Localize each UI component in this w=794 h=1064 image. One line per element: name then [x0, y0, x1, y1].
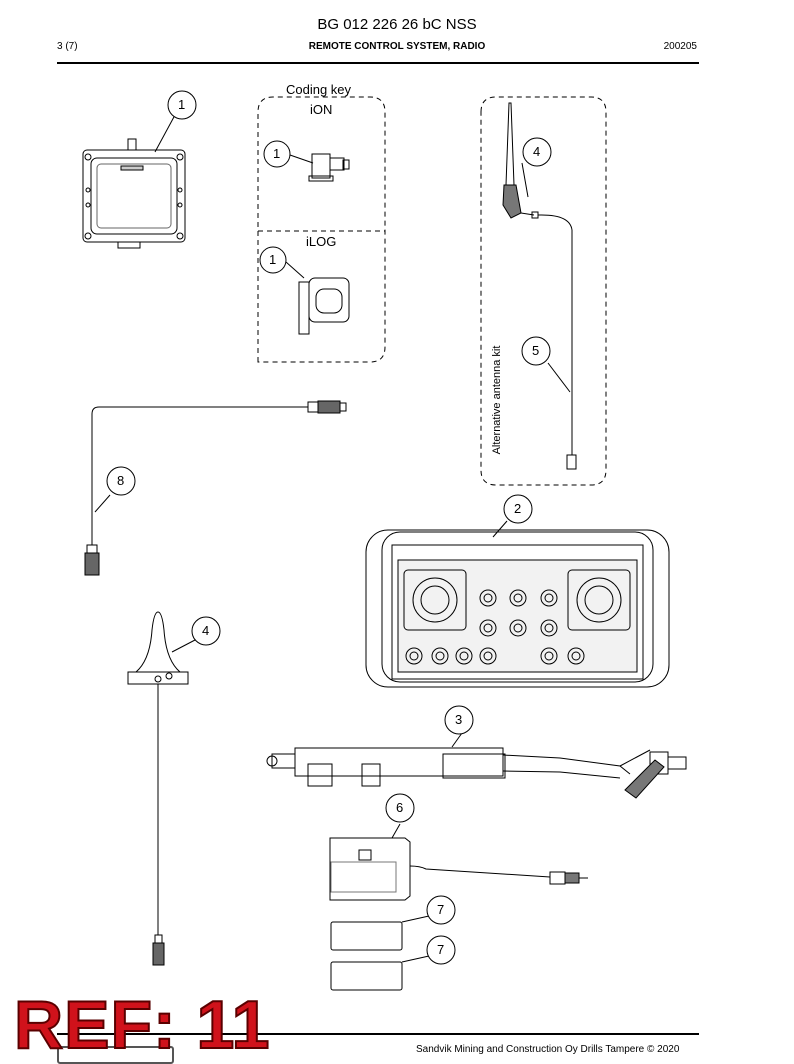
- panel-switch-knob: [483, 651, 493, 661]
- control-unit-drawing: [82, 114, 186, 249]
- callout-number: 1: [273, 146, 281, 161]
- alt-antenna-kit-label: Alternative antenna kit: [491, 345, 503, 455]
- footer-rule: [57, 1033, 699, 1035]
- doc-number: BG 012 226 26 bC NSS: [317, 16, 477, 33]
- panel-switch: [509, 619, 527, 637]
- footer-copyright: Sandvik Mining and Construction Oy Drill…: [416, 1044, 680, 1055]
- callout-number: 4: [202, 623, 210, 638]
- panel-switch-knob: [571, 651, 581, 661]
- section-title: REMOTE CONTROL SYSTEM, RADIO: [308, 41, 486, 52]
- callout-number: 7: [437, 942, 445, 957]
- panel-switch: [540, 619, 558, 637]
- panel-switch-knob: [544, 623, 554, 633]
- panel-switch: [509, 589, 527, 607]
- panel-switch: [540, 647, 558, 665]
- panel-switch: [431, 647, 449, 665]
- panel-switch: [567, 647, 585, 665]
- header-rule: [57, 62, 699, 64]
- magnetic-antenna-drawing: [127, 611, 196, 966]
- panel-switch-knob: [544, 593, 554, 603]
- callout-circles: [106, 90, 552, 965]
- callout-number: 8: [117, 473, 125, 488]
- callout-number: 5: [532, 343, 540, 358]
- battery-drawing: [330, 915, 430, 991]
- panel-switch-knob: [544, 651, 554, 661]
- harness-drawing: [266, 732, 687, 799]
- callout-number: 2: [514, 501, 522, 516]
- alt-antenna-kit-group: [480, 96, 607, 486]
- panel-switch: [405, 647, 423, 665]
- callout-number: 4: [533, 144, 541, 159]
- panel-switch-knob: [513, 623, 523, 633]
- panel-switch-knob: [459, 651, 469, 661]
- ion-label: iON: [310, 102, 333, 117]
- panel-switch-knob: [483, 593, 493, 603]
- transmitter-drawing: [365, 520, 670, 688]
- page-number: 3 (7): [57, 41, 78, 52]
- coding-key-group: [257, 96, 386, 363]
- panel-switch-knob: [483, 623, 493, 633]
- callout-number: 7: [437, 902, 445, 917]
- panel-switch: [479, 647, 497, 665]
- callout-number: 6: [396, 800, 404, 815]
- ilog-label: iLOG: [306, 234, 337, 249]
- panel-switch: [479, 619, 497, 637]
- panel-switch: [455, 647, 473, 665]
- coding-key-title: Coding key: [286, 82, 352, 97]
- panel-switch: [479, 589, 497, 607]
- doc-date: 200205: [663, 41, 697, 52]
- reference-stamp: REF: 11: [13, 986, 271, 1064]
- panel-switch-knob: [513, 593, 523, 603]
- callout-number: 1: [178, 97, 186, 112]
- panel-switch: [540, 589, 558, 607]
- callout-number: 3: [455, 712, 463, 727]
- cable-assembly-drawing: [84, 400, 347, 576]
- panel-switch-knob: [409, 651, 419, 661]
- panel-switch-knob: [435, 651, 445, 661]
- charger-drawing: [329, 823, 588, 901]
- callout-number: 1: [269, 252, 277, 267]
